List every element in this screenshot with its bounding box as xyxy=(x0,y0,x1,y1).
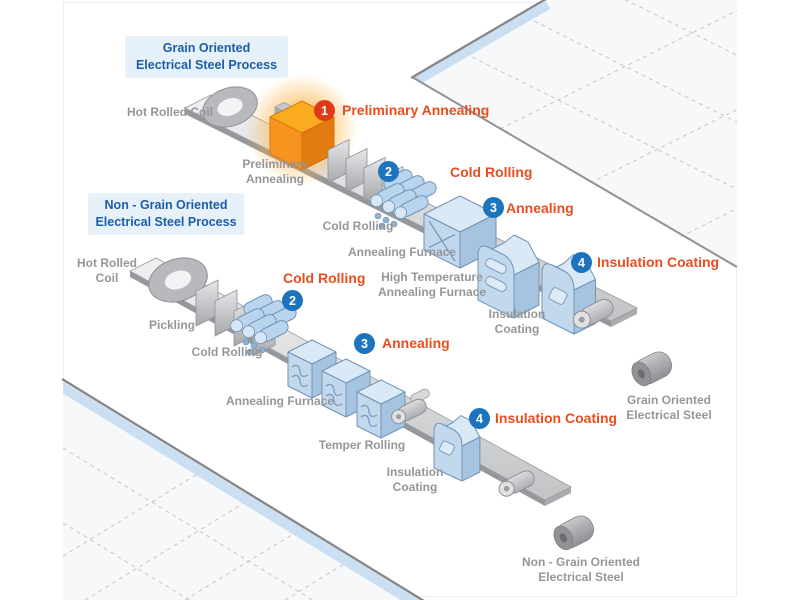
step-label-annealing-grain: Annealing xyxy=(506,200,574,216)
label-cold-rolling-nongrain: Cold Rolling xyxy=(191,345,263,359)
label-temper-rolling: Temper Rolling xyxy=(318,438,406,452)
label-insulation-coating-nongrain: Insulation Coating xyxy=(386,465,444,494)
step-label-cold-rolling-nongrain: Cold Rolling xyxy=(283,270,366,286)
step-label-cold-rolling-grain: Cold Rolling xyxy=(450,164,533,180)
label-annealing-furnace-nongrain: Annealing Furnace xyxy=(225,394,335,408)
label-hot-rolled-coil-grain: Hot Rolled Coil xyxy=(127,105,213,119)
grain-steel-coil-icon xyxy=(631,351,673,387)
step-badge-2-grain: 2 xyxy=(378,161,399,182)
grain-title-line2: Electrical Steel Process xyxy=(135,58,278,72)
nongrain-steel-coil-icon xyxy=(553,515,595,551)
floor-plane-bottom xyxy=(61,377,425,600)
label-nongrain-oriented-steel-output: Non - Grain Oriented Electrical Steel xyxy=(521,555,641,584)
step-label-insulation-coating-nongrain: Insulation Coating xyxy=(495,410,618,426)
hot-rolled-coil-nongrain xyxy=(148,257,208,303)
nongrain-title-line1: Non - Grain Oriented xyxy=(104,198,228,212)
high-temp-annealing-furnace xyxy=(477,234,540,319)
cold-rolling-rolls-grain xyxy=(370,169,437,230)
nongrain-process-title: Non - Grain Oriented Electrical Steel Pr… xyxy=(88,193,244,235)
annealing-furnace-nongrain xyxy=(287,339,406,439)
temper-rolling-machine xyxy=(391,388,430,425)
step-badge-3-nongrain: 3 xyxy=(354,333,375,354)
step-badge-1-grain: 1 xyxy=(314,100,335,121)
label-insulation-coating-grain: Insulation Coating xyxy=(488,307,546,336)
nongrain-title-line2: Electrical Steel Process xyxy=(95,215,237,229)
step-badge-4-grain: 4 xyxy=(571,252,592,273)
grain-process-title: Grain Oriented Electrical Steel Process xyxy=(125,36,288,78)
label-cold-rolling-grain: Cold Rolling xyxy=(322,219,394,233)
takeup-roll-nongrain xyxy=(498,470,535,497)
label-high-temp-annealing-furnace: High Temperature Annealing Furnace xyxy=(377,270,487,299)
annealing-furnace-grain xyxy=(423,195,497,269)
label-grain-oriented-steel-output: Grain Oriented Electrical Steel xyxy=(626,393,712,422)
step-badge-3-grain: 3 xyxy=(483,197,504,218)
label-hot-rolled-coil-nongrain: Hot Rolled Coil xyxy=(77,256,137,285)
step-badge-4-nongrain: 4 xyxy=(469,408,490,429)
floor-plane-top xyxy=(410,0,738,270)
cold-rolling-rolls-nongrain xyxy=(230,294,297,356)
step-label-annealing-nongrain: Annealing xyxy=(382,335,450,351)
takeup-roll-grain xyxy=(572,298,614,329)
label-preliminary-annealing: Preliminary Annealing xyxy=(242,157,308,186)
hot-rolled-coil-grain xyxy=(202,86,258,128)
insulation-coating-machine-nongrain xyxy=(433,415,481,482)
grain-title-line1: Grain Oriented xyxy=(162,41,251,55)
step-label-insulation-coating-grain: Insulation Coating xyxy=(597,254,720,270)
label-pickling: Pickling xyxy=(148,318,196,332)
step-badge-2-nongrain: 2 xyxy=(282,290,303,311)
step-label-preliminary-annealing: Preliminary Annealing xyxy=(342,102,490,118)
label-annealing-furnace-grain: Annealing Furnace xyxy=(347,245,457,259)
